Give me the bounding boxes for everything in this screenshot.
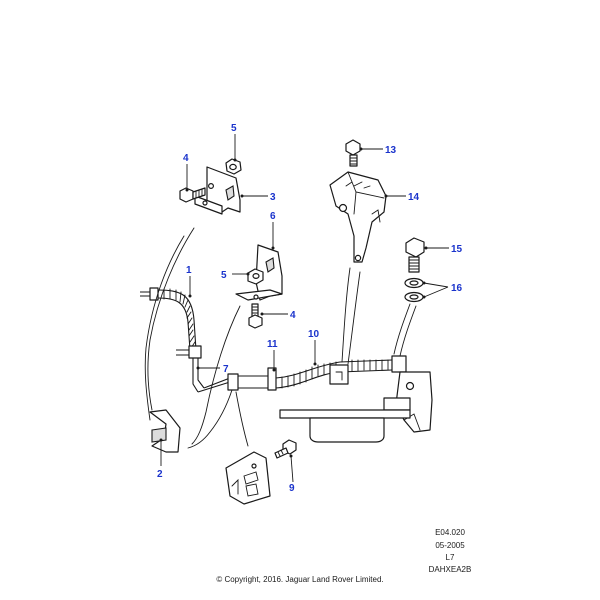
bolt-part-4-mid — [248, 303, 263, 329]
callout-7: 7 — [223, 364, 229, 375]
callout-13: 13 — [385, 145, 397, 156]
reference-code: E04.020 — [435, 528, 465, 537]
callout-11: 11 — [267, 339, 278, 350]
bolt-part-4-top — [179, 187, 206, 203]
plate-part-9 — [225, 451, 271, 505]
callout-16: 16 — [451, 283, 463, 294]
hose-part-11-10 — [238, 359, 393, 391]
revision-date: 05-2005 — [435, 541, 465, 550]
leader-lines — [159, 134, 449, 483]
callout-5-mid: 5 — [221, 270, 227, 281]
clip-part-2 — [149, 409, 181, 453]
callout-15: 15 — [451, 244, 463, 255]
valve-body — [279, 409, 411, 443]
callout-3: 3 — [270, 192, 276, 203]
callout-10: 10 — [308, 329, 320, 340]
callout-14: 14 — [408, 192, 420, 203]
bracket-part-14 — [329, 171, 387, 263]
pipe-part-7 — [197, 373, 239, 393]
callout-9: 9 — [289, 483, 295, 494]
copyright-notice: © Copyright, 2016. Jaguar Land Rover Lim… — [216, 575, 384, 584]
assembly-guide-lines — [144, 227, 417, 449]
bolt-part-13 — [345, 139, 361, 167]
bracket-part-3 — [194, 166, 241, 215]
callout-1: 1 — [186, 265, 192, 276]
pipe-assembly-part-1 — [140, 287, 205, 393]
manifold-block — [383, 355, 433, 433]
callout-2: 2 — [157, 469, 163, 480]
nut-part-5-top — [225, 158, 242, 175]
bracket-part-6 — [235, 244, 283, 301]
drawing-id: DAHXEA2B — [428, 565, 472, 574]
bolt-part-9 — [274, 439, 297, 459]
bolt-part-15 — [405, 237, 425, 273]
callout-5-top: 5 — [231, 123, 237, 134]
callout-4-top: 4 — [183, 153, 189, 164]
model-code: L7 — [445, 553, 455, 562]
nut-part-5-mid — [247, 268, 264, 285]
washers-part-16 — [404, 277, 424, 303]
callout-6: 6 — [270, 211, 276, 222]
callout-4-mid: 4 — [290, 310, 296, 321]
